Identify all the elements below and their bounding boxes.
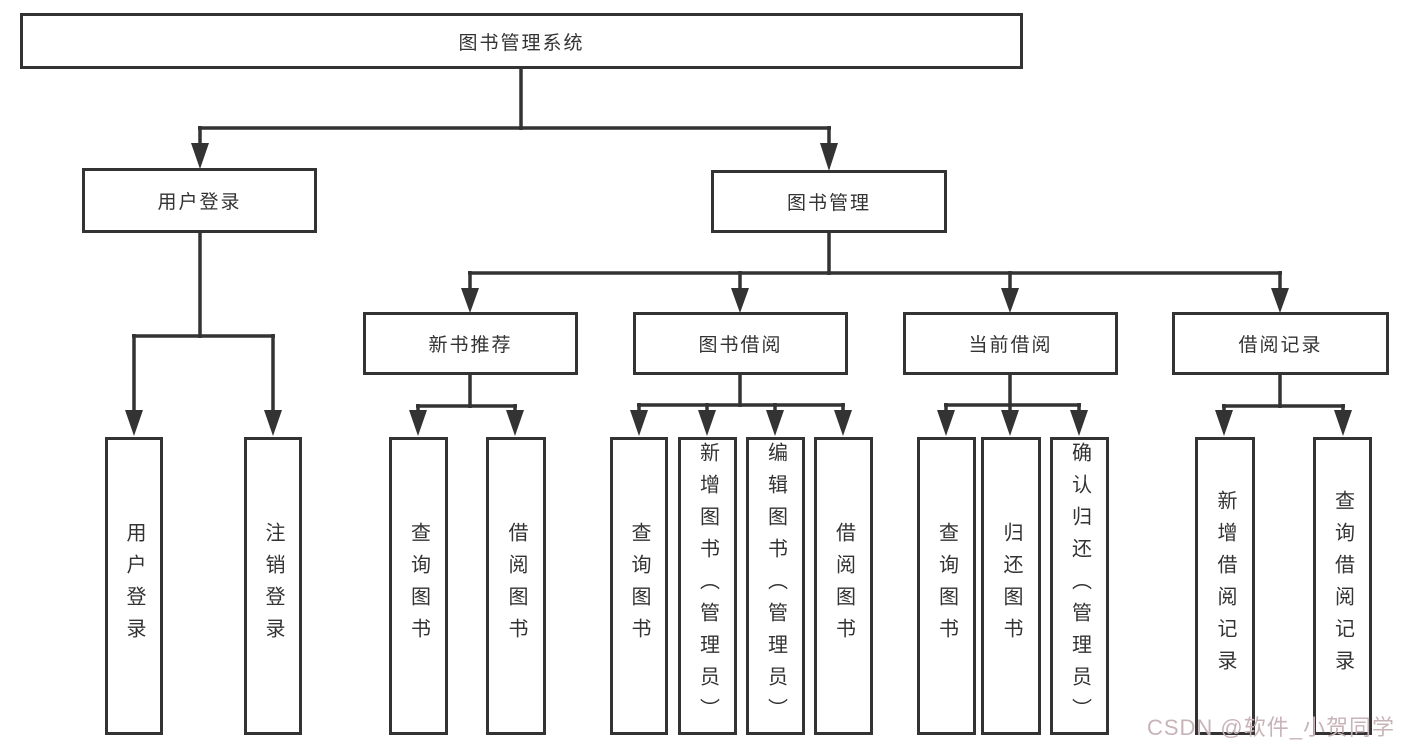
node-label: 查询图书 [628, 522, 650, 650]
leaf-user-login: 用户登录 [105, 437, 163, 735]
node-label: 新增借阅记录 [1214, 490, 1236, 682]
node-label: 归还图书 [1000, 522, 1022, 650]
csdn-watermark: CSDN @软件_小贺同学 [1146, 715, 1395, 740]
leaf-borrow-books: 借阅图书 [814, 437, 873, 735]
node-root-system: 图书管理系统 [20, 13, 1023, 69]
node-label: 用户登录 [157, 192, 242, 213]
node-label: 借阅记录 [1238, 335, 1323, 356]
leaf-return-books: 归还图书 [981, 437, 1041, 735]
node-book-borrowing: 图书借阅 [633, 312, 848, 375]
node-label: 借阅图书 [505, 522, 527, 650]
node-label: 查询借阅记录 [1331, 490, 1354, 682]
node-label: 用户登录 [123, 522, 145, 650]
leaf-query-books-borrow: 查询图书 [610, 437, 668, 735]
node-label: 当前借阅 [968, 335, 1053, 356]
node-label: 新增图书（管理员） [696, 442, 719, 730]
node-label: 图书管理系统 [458, 32, 585, 54]
node-label: 图书管理 [786, 193, 871, 214]
leaf-add-borrow-record: 新增借阅记录 [1195, 437, 1255, 735]
leaf-logout: 注销登录 [244, 437, 302, 735]
node-label: 编辑图书（管理员） [764, 442, 787, 730]
node-borrowing-records: 借阅记录 [1172, 312, 1389, 375]
leaf-query-books-current: 查询图书 [917, 437, 976, 735]
node-label: 确认归还（管理员） [1068, 442, 1091, 730]
node-label: 新书推荐 [428, 335, 513, 356]
leaf-query-books-recommend: 查询图书 [389, 437, 448, 735]
node-label: 借阅图书 [832, 522, 855, 650]
leaf-query-borrow-record: 查询借阅记录 [1313, 437, 1372, 735]
leaf-edit-books-admin: 编辑图书（管理员） [746, 437, 805, 735]
node-new-book-recommend: 新书推荐 [363, 312, 578, 375]
node-label: 图书借阅 [698, 335, 783, 356]
leaf-add-books-admin: 新增图书（管理员） [678, 437, 737, 735]
node-current-borrowing: 当前借阅 [903, 312, 1118, 375]
node-book-management: 图书管理 [711, 170, 947, 233]
leaf-confirm-return-admin: 确认归还（管理员） [1050, 437, 1109, 735]
node-label: 查询图书 [935, 522, 958, 650]
node-user-login: 用户登录 [82, 168, 317, 233]
node-label: 注销登录 [262, 522, 284, 650]
leaf-borrow-books-recommend: 借阅图书 [486, 437, 546, 735]
node-label: 查询图书 [407, 522, 430, 650]
